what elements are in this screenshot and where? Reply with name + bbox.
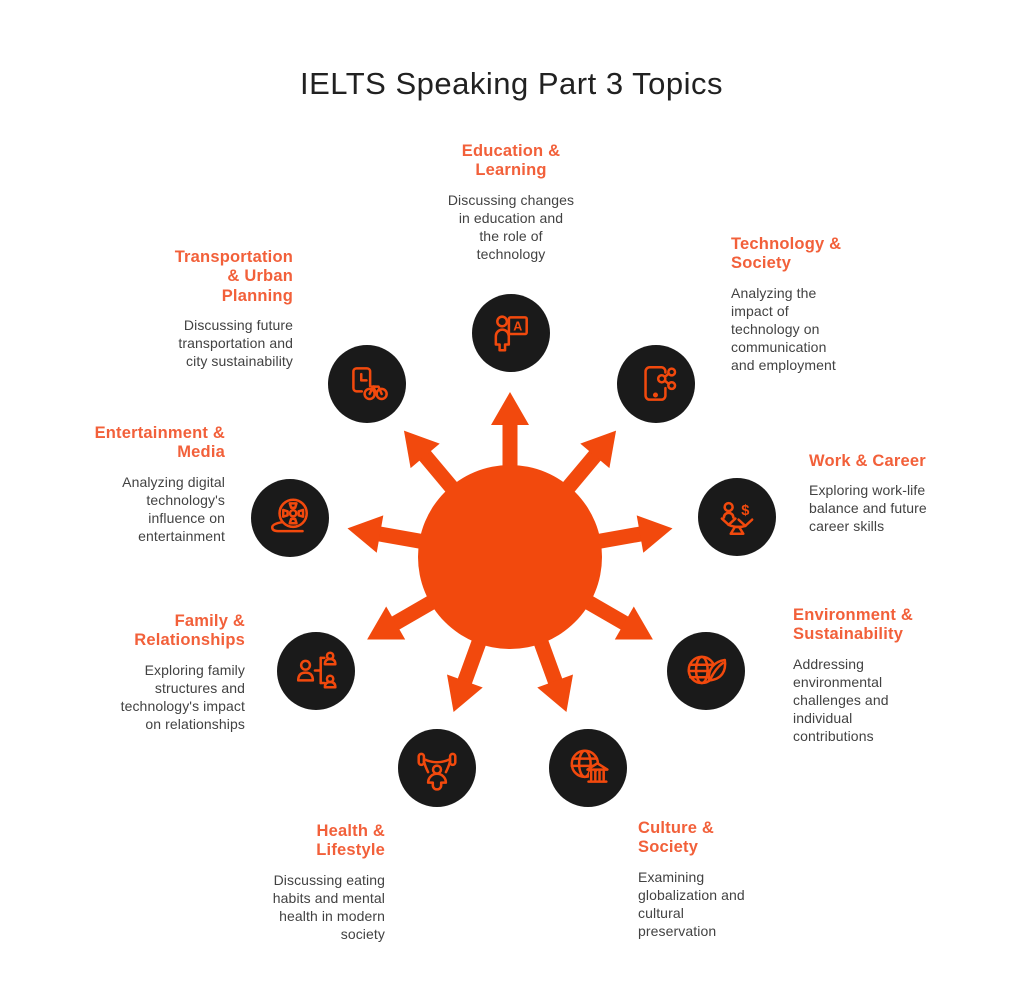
topic-description: Exploring family structures and technolo… <box>120 661 245 732</box>
balance-scale-icon: $ <box>720 501 754 535</box>
topic-description: Analyzing the impact of technology on co… <box>731 284 836 373</box>
weightlifter-icon <box>417 752 457 791</box>
bicycle-station-icon <box>352 367 388 401</box>
sun-diagram <box>347 392 673 713</box>
topic-text-work: Work & Career Exploring work-life balanc… <box>809 452 999 536</box>
topic-title: Environment & Sustainability <box>793 606 913 644</box>
svg-text:$: $ <box>741 503 749 519</box>
page-title: IELTS Speaking Part 3 Topics <box>300 66 723 101</box>
teacher-board-icon: A <box>494 315 528 352</box>
topic-text-entertainment: Entertainment & Media Analyzing digital … <box>45 424 225 546</box>
topic-title: Culture & Society <box>638 819 715 857</box>
topic-title: Family & Relationships <box>134 612 245 650</box>
topic-node-entertainment <box>251 479 329 557</box>
topic-description: Discussing changes in education and the … <box>447 191 575 262</box>
topic-text-environment: Environment & Sustainability Addressing … <box>793 606 983 745</box>
topic-title: Work & Career <box>809 452 926 470</box>
family-tree-icon <box>296 651 337 689</box>
sun-arrow <box>491 392 529 479</box>
topic-title: Entertainment & Media <box>94 424 225 462</box>
globe-leaf-icon <box>687 655 727 685</box>
film-reel-icon <box>270 498 308 533</box>
sun-core-circle <box>418 465 602 649</box>
topic-node-transportation <box>328 345 406 423</box>
topic-node-culture <box>549 729 627 807</box>
svg-text:A: A <box>513 319 522 333</box>
topic-title: Technology & Society <box>731 235 842 273</box>
topic-text-transportation: Transportation & Urban Planning Discussi… <box>103 248 293 371</box>
topic-node-work: $ <box>698 478 776 556</box>
topic-text-technology: Technology & Society Analyzing the impac… <box>731 235 911 374</box>
topic-text-culture: Culture & Society Examining globalizatio… <box>638 819 818 941</box>
topic-description: Discussing eating habits and mental heal… <box>272 871 385 942</box>
topic-description: Discussing future transportation and cit… <box>178 317 293 370</box>
topic-node-technology <box>617 345 695 423</box>
topic-description: Exploring work-life balance and future c… <box>809 482 927 535</box>
topic-node-education: A <box>472 294 550 372</box>
topic-node-family <box>277 632 355 710</box>
topic-description: Addressing environmental challenges and … <box>793 655 889 744</box>
topic-text-education: Education & Learning Discussing changes … <box>411 142 611 264</box>
topic-title: Health & Lifestyle <box>316 822 385 860</box>
phone-share-icon <box>644 366 677 401</box>
topic-description: Examining globalization and cultural pre… <box>638 868 745 939</box>
globe-museum-icon <box>570 749 609 783</box>
topic-description: Analyzing digital technology's influence… <box>122 473 225 544</box>
topic-title: Education & Learning <box>461 142 561 180</box>
topic-text-family: Family & Relationships Exploring family … <box>65 612 245 734</box>
topic-title: Transportation & Urban Planning <box>174 248 293 305</box>
topic-node-health <box>398 729 476 807</box>
topic-node-environment <box>667 632 745 710</box>
topic-text-health: Health & Lifestyle Discussing eating hab… <box>205 822 385 944</box>
